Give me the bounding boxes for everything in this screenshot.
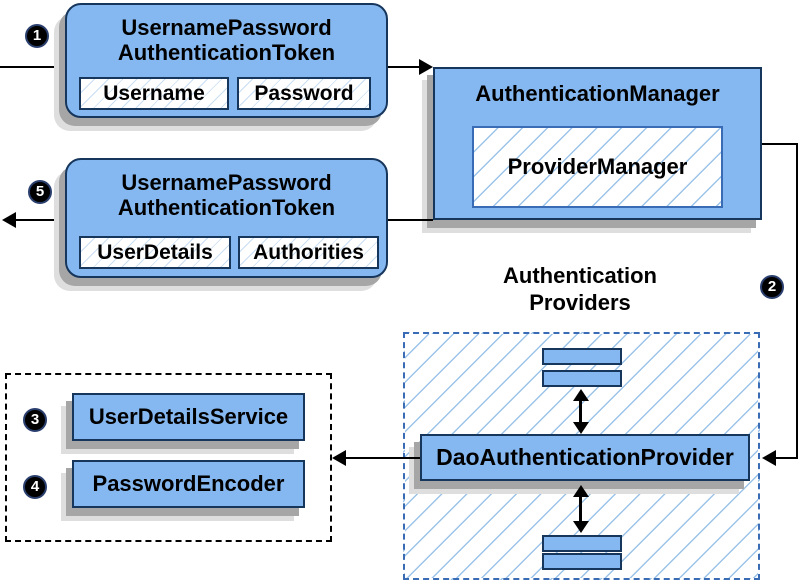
double-arrow-bottom bbox=[573, 485, 589, 533]
provider-manager-node: ProviderManager bbox=[472, 126, 723, 208]
username-field-label: Username bbox=[103, 81, 205, 105]
step-marker-1: 1 bbox=[25, 24, 49, 48]
flow-line-provider-to-services bbox=[346, 457, 420, 459]
step-marker-2: 2 bbox=[760, 275, 784, 299]
dao-authentication-provider-label: DaoAuthenticationProvider bbox=[436, 444, 734, 470]
double-arrow-bottom-up-head bbox=[573, 485, 589, 497]
provider-placeholder-bar-bottom-2 bbox=[542, 553, 622, 570]
step-marker-5-number: 5 bbox=[35, 183, 45, 200]
password-encoder-label: PasswordEncoder bbox=[92, 471, 285, 496]
arrowhead-into-authentication-manager bbox=[419, 59, 433, 75]
arrowhead-response-out bbox=[2, 212, 16, 228]
arrowhead-into-services-group bbox=[332, 450, 346, 466]
step-marker-5: 5 bbox=[28, 180, 52, 204]
double-arrow-top-shaft bbox=[579, 398, 582, 425]
step-marker-4-number: 4 bbox=[30, 478, 40, 495]
flow-line-response-out bbox=[15, 219, 65, 221]
step-marker-2-number: 2 bbox=[767, 278, 777, 295]
password-encoder-node: PasswordEncoder bbox=[72, 460, 305, 508]
username-password-token-response-node: UsernamePassword AuthenticationToken Use… bbox=[65, 158, 388, 278]
flow-line-request-out bbox=[388, 66, 421, 68]
flow-line-request-in bbox=[0, 66, 65, 68]
user-details-service-node: UserDetailsService bbox=[72, 393, 305, 441]
flow-line-manager-to-provider-top bbox=[762, 143, 798, 145]
double-arrow-bottom-down-head bbox=[573, 521, 589, 533]
services-frame bbox=[5, 373, 332, 542]
step-marker-3: 3 bbox=[23, 408, 47, 432]
password-field-box: Password bbox=[237, 77, 371, 110]
username-field-box: Username bbox=[79, 77, 229, 110]
provider-placeholder-bar-top-1 bbox=[542, 348, 622, 365]
flow-line-manager-to-response bbox=[388, 219, 433, 221]
authentication-manager-label: AuthenticationManager bbox=[475, 81, 720, 106]
authentication-manager-node: AuthenticationManager ProviderManager bbox=[433, 67, 762, 220]
double-arrow-top bbox=[573, 389, 589, 434]
username-password-token-request-node: UsernamePassword AuthenticationToken Use… bbox=[65, 3, 388, 118]
double-arrow-top-down-head bbox=[573, 422, 589, 434]
step-marker-4: 4 bbox=[23, 475, 47, 499]
step-marker-3-number: 3 bbox=[30, 411, 40, 428]
token-request-title: UsernamePassword AuthenticationToken bbox=[117, 15, 336, 65]
provider-placeholder-bar-bottom-1 bbox=[542, 535, 622, 552]
user-details-field-label: UserDetails bbox=[97, 240, 213, 264]
double-arrow-top-up-head bbox=[573, 389, 589, 401]
password-field-label: Password bbox=[254, 81, 354, 105]
double-arrow-bottom-shaft bbox=[579, 494, 582, 524]
provider-placeholder-bar-top-2 bbox=[542, 370, 622, 387]
flow-line-manager-to-provider-vertical bbox=[796, 143, 798, 459]
authorities-field-label: Authorities bbox=[253, 240, 364, 264]
token-response-title: UsernamePassword AuthenticationToken bbox=[117, 170, 336, 220]
authorities-field-box: Authorities bbox=[238, 236, 379, 269]
arrowhead-into-dao-provider bbox=[762, 450, 776, 466]
step-marker-1-number: 1 bbox=[32, 27, 42, 44]
user-details-service-label: UserDetailsService bbox=[88, 404, 289, 429]
user-details-field-box: UserDetails bbox=[79, 236, 231, 269]
flow-line-manager-to-provider-bottom bbox=[776, 457, 798, 459]
dao-authentication-provider-node: DaoAuthenticationProvider bbox=[420, 434, 750, 481]
provider-manager-label: ProviderManager bbox=[507, 154, 688, 179]
authentication-providers-title: Authentication Providers bbox=[503, 263, 657, 315]
